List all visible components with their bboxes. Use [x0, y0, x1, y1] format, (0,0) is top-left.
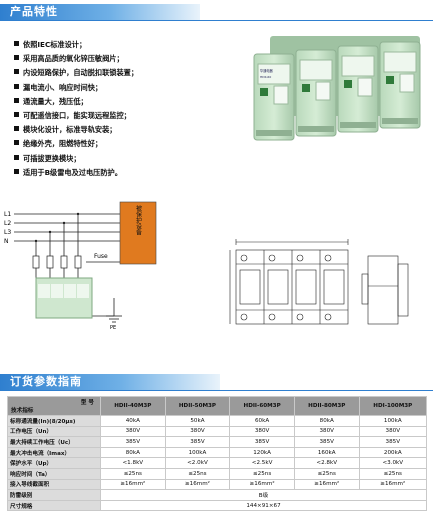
feature-item: 可插拔更换模块； — [14, 152, 244, 166]
table-row: 接入导线截面积 ≥16mm²≥16mm²≥16mm²≥16mm²≥16mm² — [7, 478, 428, 491]
wiring-diagram: 被保护设备 L1 L2 L3 N Fuse PE — [4, 201, 157, 331]
spec-table: 型 号 技术指标 HDII-40M3P HDII-50M3P HDII-60M3… — [7, 396, 428, 511]
spd-module — [253, 53, 295, 141]
equipment-label: 被保护设备 — [135, 204, 142, 236]
feature-item: 内设短路保护，自动脱扣联锁装置； — [14, 66, 244, 80]
table-header-row: 型 号 技术指标 HDII-40M3P HDII-50M3P HDII-60M3… — [7, 396, 428, 416]
model-label: HDII-60 — [260, 75, 271, 79]
fuse-label: Fuse — [94, 253, 108, 260]
line-label: L1 — [4, 211, 11, 218]
section-title-features: 产品特性 — [0, 4, 200, 20]
feature-item: 通流量大，残压低； — [14, 95, 244, 109]
line-label: L2 — [4, 220, 11, 227]
feature-item: 适用于B级雷电及过电压防护。 — [14, 166, 244, 180]
table-row: 防雷级别 B级 — [7, 489, 427, 501]
bullet-icon — [14, 83, 19, 89]
brand-label: 华通电器 — [260, 68, 274, 73]
bullet-icon — [14, 140, 19, 146]
feature-list: 依照IEC标准设计； 采用高品质的氧化锌压敏阀片； 内设短路保护，自动脱扣联锁装… — [14, 38, 244, 180]
feature-item: 漏电流小、响应时间快； — [14, 81, 244, 95]
table-row: 尺寸规格 144×91×67 — [7, 499, 427, 511]
feature-item: 可配遥信接口，能实现远程监控； — [14, 109, 244, 123]
model-header: HDII-80M3P — [293, 396, 360, 416]
bullet-icon — [14, 97, 19, 103]
feature-item: 绝缘外壳，阻燃特性好； — [14, 137, 244, 151]
bullet-icon — [14, 41, 19, 46]
section-rule — [0, 390, 433, 391]
table-row: 保护水平（Up） <1.8kV<2.0kV<2.5kV<2.8kV<3.0kV — [7, 457, 428, 469]
model-header: HDI-100M3P — [358, 396, 428, 416]
model-header: HDII-50M3P — [164, 396, 231, 416]
spd-module — [295, 49, 337, 137]
feature-item: 模块化设计，标准导轨安装； — [14, 123, 244, 137]
line-label: N — [4, 238, 9, 245]
model-header: HDII-40M3P — [100, 396, 166, 416]
bullet-icon — [14, 126, 19, 132]
line-label: L3 — [4, 229, 11, 236]
section-title-text: 产品特性 — [10, 5, 58, 18]
bullet-icon — [14, 112, 19, 118]
feature-item: 采用高品质的氧化锌压敏阀片； — [14, 52, 244, 66]
bullet-icon — [14, 168, 19, 174]
spd-module — [337, 45, 379, 133]
spd-block — [35, 277, 93, 319]
corner-cell: 型 号 技术指标 — [7, 396, 101, 416]
dimension-drawing — [229, 239, 409, 325]
model-header: HDII-60M3P — [229, 396, 295, 416]
bullet-icon — [14, 55, 19, 61]
table-row: 响应时间（Ta） ≤25ns≤25ns≤25ns≤25ns≤25ns — [7, 467, 428, 480]
section-rule — [0, 20, 433, 21]
spd-module — [379, 41, 421, 129]
product-photo: 华通电器 HDII-60 — [253, 36, 421, 141]
bullet-icon — [14, 69, 19, 75]
section-title-text: 订货参数指南 — [10, 375, 82, 388]
feature-item: 依照IEC标准设计； — [14, 38, 244, 52]
bullet-icon — [14, 154, 19, 160]
section-title-ordering: 订货参数指南 — [0, 374, 220, 390]
pe-label: PE — [110, 325, 116, 331]
